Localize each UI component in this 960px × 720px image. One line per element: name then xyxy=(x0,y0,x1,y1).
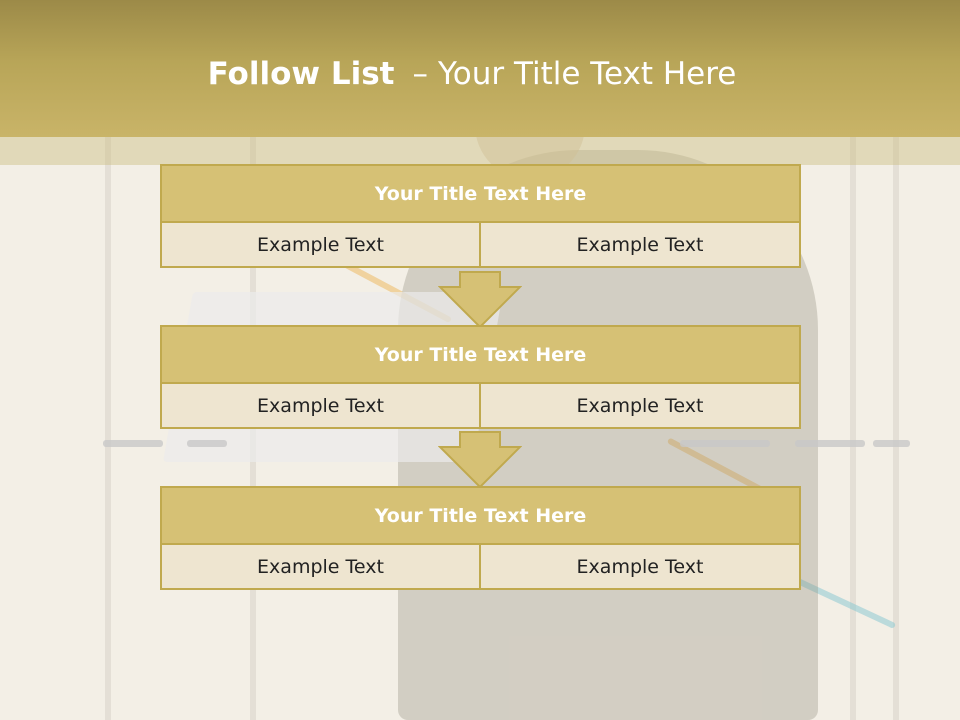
list-block-2: Your Title Text Here Example Text Exampl… xyxy=(160,325,801,429)
block-row: Example Text Example Text xyxy=(160,545,801,590)
block-cell-left: Example Text xyxy=(160,384,481,429)
block-cell-left: Example Text xyxy=(160,545,481,590)
list-block-1: Your Title Text Here Example Text Exampl… xyxy=(160,164,801,268)
background-window-frame xyxy=(850,0,856,720)
list-block-3: Your Title Text Here Example Text Exampl… xyxy=(160,486,801,590)
header-band xyxy=(0,137,960,165)
block-row: Example Text Example Text xyxy=(160,223,801,268)
slide-title-separator: – xyxy=(412,56,428,92)
block-title: Your Title Text Here xyxy=(160,486,801,545)
down-arrow-icon xyxy=(438,431,522,489)
block-title: Your Title Text Here xyxy=(160,325,801,384)
slide-title-bold: Follow List xyxy=(207,56,395,92)
slide-title: Follow List–Your Title Text Here xyxy=(0,56,944,92)
background-window-frame xyxy=(893,0,899,720)
block-row: Example Text Example Text xyxy=(160,384,801,429)
background-window-frame xyxy=(105,0,111,720)
slide-title-rest: Your Title Text Here xyxy=(437,56,737,92)
block-cell-left: Example Text xyxy=(160,223,481,268)
block-cell-right: Example Text xyxy=(481,545,801,590)
block-cell-right: Example Text xyxy=(481,384,801,429)
background-dash xyxy=(103,440,163,447)
background-dash xyxy=(795,440,865,447)
background-dash xyxy=(680,440,770,447)
block-title: Your Title Text Here xyxy=(160,164,801,223)
background-dash xyxy=(187,440,227,447)
slide-header xyxy=(0,0,960,137)
down-arrow-icon xyxy=(438,271,522,329)
background-dash xyxy=(873,440,910,447)
block-cell-right: Example Text xyxy=(481,223,801,268)
